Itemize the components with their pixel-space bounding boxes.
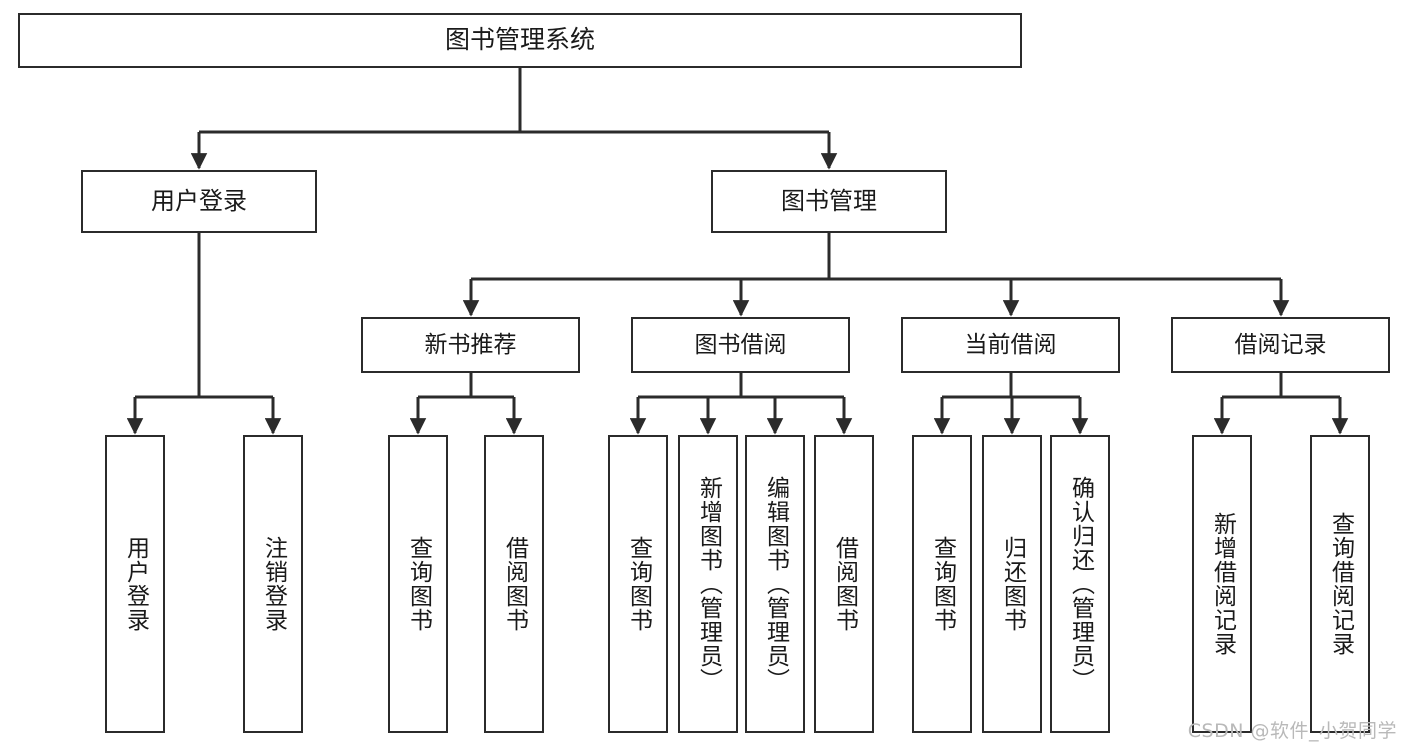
node-current[interactable]: 当前借阅 <box>901 317 1120 373</box>
node-leaf-rec-add[interactable]: 新增借阅记录 <box>1192 435 1252 733</box>
node-leaf-cu-query[interactable]: 查询图书 <box>912 435 972 733</box>
node-label: 编辑图书（管理员） <box>762 476 789 692</box>
node-label: 图书管理 <box>781 186 877 215</box>
node-leaf-bo-borrow[interactable]: 借阅图书 <box>814 435 874 733</box>
node-label: 当前借阅 <box>964 331 1057 358</box>
node-label: 查询图书 <box>405 536 432 632</box>
node-label: 查询图书 <box>625 536 652 632</box>
node-label: 图书借阅 <box>694 331 787 358</box>
node-label: 确认归还（管理员） <box>1067 476 1094 692</box>
node-newbook[interactable]: 新书推荐 <box>361 317 580 373</box>
node-label: 注销登录 <box>260 536 287 632</box>
node-label: 新书推荐 <box>424 331 517 358</box>
node-leaf-cu-return[interactable]: 归还图书 <box>982 435 1042 733</box>
node-leaf-user-login[interactable]: 用户登录 <box>105 435 165 733</box>
node-label: 借阅记录 <box>1234 331 1327 358</box>
node-leaf-bo-edit[interactable]: 编辑图书（管理员） <box>745 435 805 733</box>
node-label: 新增借阅记录 <box>1209 512 1236 656</box>
node-label: 归还图书 <box>999 536 1026 632</box>
node-leaf-cu-confirm[interactable]: 确认归还（管理员） <box>1050 435 1110 733</box>
node-borrow[interactable]: 图书借阅 <box>631 317 850 373</box>
node-bookmgmt[interactable]: 图书管理 <box>711 170 947 233</box>
node-label: 借阅图书 <box>501 536 528 632</box>
node-label: 用户登录 <box>151 186 247 215</box>
node-login[interactable]: 用户登录 <box>81 170 317 233</box>
node-leaf-nb-borrow[interactable]: 借阅图书 <box>484 435 544 733</box>
node-label: 查询借阅记录 <box>1327 512 1354 656</box>
node-root[interactable]: 图书管理系统 <box>18 13 1022 68</box>
node-leaf-nb-query[interactable]: 查询图书 <box>388 435 448 733</box>
node-leaf-bo-query[interactable]: 查询图书 <box>608 435 668 733</box>
node-label: 用户登录 <box>122 536 149 632</box>
node-label: 图书管理系统 <box>444 25 595 55</box>
node-label: 查询图书 <box>929 536 956 632</box>
node-label: 新增图书（管理员） <box>695 476 722 692</box>
watermark-text: CSDN @软件_小贺同学 <box>1187 720 1397 742</box>
node-leaf-user-logout[interactable]: 注销登录 <box>243 435 303 733</box>
node-leaf-rec-query[interactable]: 查询借阅记录 <box>1310 435 1370 733</box>
node-leaf-bo-add[interactable]: 新增图书（管理员） <box>678 435 738 733</box>
node-label: 借阅图书 <box>831 536 858 632</box>
node-records[interactable]: 借阅记录 <box>1171 317 1390 373</box>
